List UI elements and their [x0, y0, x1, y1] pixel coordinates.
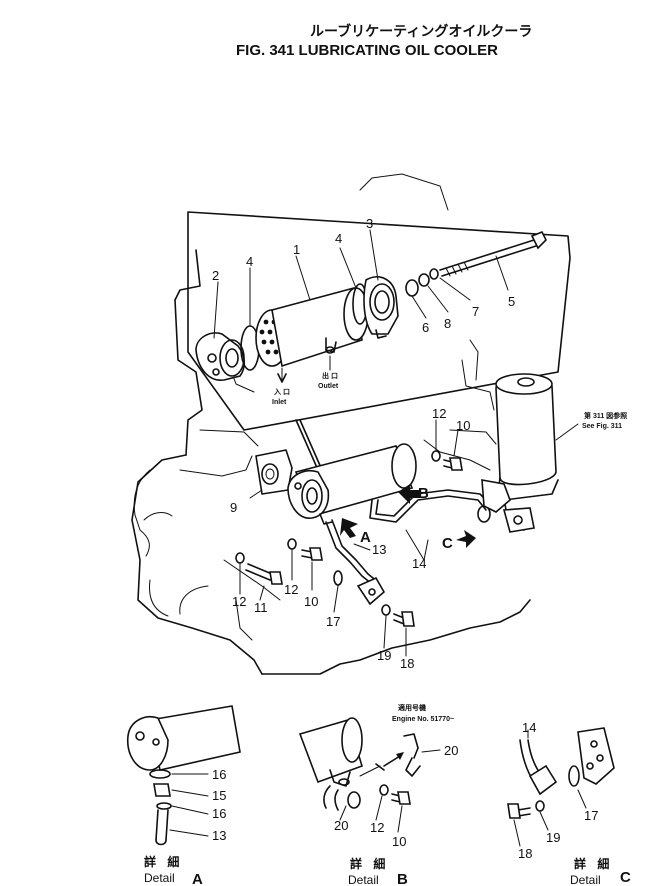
- washer-7: [429, 268, 439, 280]
- washer-8: [418, 273, 430, 287]
- view-arrow-c: C: [442, 530, 476, 552]
- label-2: 2: [212, 268, 219, 283]
- engine-block: [131, 173, 531, 675]
- inlet-label-ja: 入 口: [273, 388, 290, 396]
- bolt-18: [381, 604, 415, 627]
- detail-b-label-10: 10: [392, 834, 406, 849]
- detail-a-label-16-top: 16: [212, 767, 226, 782]
- detail-c-title-ja: 詳 細: [574, 856, 613, 871]
- detail-a-label-15: 15: [212, 788, 226, 803]
- detail-a-label-13: 13: [212, 828, 226, 843]
- cooler-cover-left: [195, 332, 246, 381]
- svg-text:C: C: [442, 535, 453, 552]
- long-bolt-5: [439, 230, 547, 277]
- svg-text:B: B: [418, 485, 429, 502]
- installed-cooler: [287, 443, 417, 525]
- part-number-labels: 1 2 3 4 4 5 6 7 8 9 10 10 11 12 12 12 13…: [212, 216, 515, 671]
- label-17: 17: [326, 614, 340, 629]
- exploded-view: [187, 211, 571, 471]
- detail-b-title-en: Detail: [348, 873, 379, 886]
- label-13: 13: [372, 542, 386, 557]
- detail-c-label-17: 17: [584, 808, 598, 823]
- detail-c: 14 17 19 18 詳 細 Detail C: [507, 720, 631, 886]
- label-8: 8: [444, 316, 451, 331]
- detail-b-title-ja: 詳 細: [350, 856, 389, 871]
- inlet-label-en: Inlet: [272, 399, 287, 406]
- label-3: 3: [366, 216, 373, 231]
- detail-b-label-20-right: 20: [444, 743, 458, 758]
- label-6: 6: [422, 320, 429, 335]
- label-14: 14: [412, 556, 426, 571]
- label-4-right: 4: [335, 231, 342, 246]
- detail-c-label-18: 18: [518, 846, 532, 861]
- svg-text:A: A: [360, 529, 371, 546]
- label-10-lower: 10: [304, 594, 318, 609]
- title-english: FIG. 341 LUBRICATING OIL COOLER: [236, 42, 498, 59]
- label-5: 5: [508, 294, 515, 309]
- label-18: 18: [400, 656, 414, 671]
- o-ring-6: [405, 279, 419, 297]
- detail-a-title-ja: 詳 細: [144, 854, 183, 869]
- label-19: 19: [377, 648, 391, 663]
- outlet-label-ja: 出 口: [322, 371, 338, 380]
- detail-b-label-12: 12: [370, 820, 384, 835]
- cooler-case: [271, 286, 369, 368]
- label-10-upper: 10: [456, 418, 470, 433]
- bolt-10-upper: [431, 450, 463, 471]
- label-4-left: 4: [246, 254, 253, 269]
- title-japanese: ルーブリケーティングオイルクーラ: [310, 23, 532, 39]
- view-arrow-b: B: [398, 484, 429, 504]
- label-11: 11: [254, 600, 268, 615]
- detail-a-title-en: Detail: [144, 871, 175, 885]
- detail-b-engine-no: Engine No. 51770~: [392, 716, 454, 723]
- detail-c-label-19: 19: [546, 830, 560, 845]
- detail-b-label-20-bottom: 20: [334, 818, 348, 833]
- label-9: 9: [230, 500, 237, 515]
- oil-filter: [481, 373, 579, 533]
- label-12-left: 12: [232, 594, 246, 609]
- label-12-upper: 12: [432, 406, 446, 421]
- detail-b-letter: B: [397, 871, 408, 886]
- label-1: 1: [293, 242, 300, 257]
- oil-pipe-13: [325, 519, 386, 606]
- outlet-label-en: Outlet: [318, 383, 339, 390]
- detail-a: 16 15 16 13 詳 細 Detail A: [126, 705, 241, 886]
- view-arrow-a: A: [340, 518, 371, 546]
- label-7: 7: [472, 304, 479, 319]
- reference-note-en: See Fig. 311: [582, 423, 622, 430]
- bolt-11: [235, 552, 283, 585]
- detail-c-title-en: Detail: [570, 873, 601, 886]
- cooler-cover-right: [363, 276, 399, 339]
- detail-b: 適用号機 Engine No. 51770~ 20 20 12 10 詳 細 D…: [298, 703, 458, 886]
- detail-c-label-14: 14: [522, 720, 536, 735]
- detail-c-letter: C: [620, 869, 631, 886]
- label-12-middle: 12: [284, 582, 298, 597]
- reference-note-ja: 第 311 図参照: [584, 411, 627, 420]
- detail-a-label-16-bottom: 16: [212, 806, 226, 821]
- detail-a-letter: A: [192, 871, 203, 886]
- bolt-10-lower: [287, 538, 323, 561]
- detail-b-applicable-ja: 適用号機: [398, 703, 426, 712]
